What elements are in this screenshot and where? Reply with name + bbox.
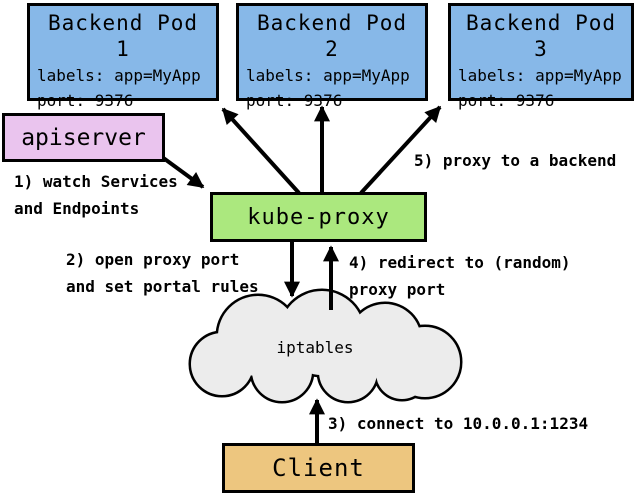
backend-pod-1: Backend Pod 1 labels: app=MyApp port: 93… (27, 3, 219, 110)
pod-port: port: 9376 (37, 91, 134, 110)
pod-labels: labels: app=MyApp (458, 66, 622, 85)
pod-title: Backend Pod 3 (465, 11, 617, 61)
arrow-kubeproxy-to-pod3 (359, 105, 442, 195)
apiserver-label: apiserver (21, 124, 146, 151)
pod-labels: labels: app=MyApp (37, 66, 201, 85)
pod-labels: labels: app=MyApp (246, 66, 410, 85)
apiserver-node: apiserver (2, 113, 165, 162)
client-node: Client (222, 443, 415, 493)
client-label: Client (272, 454, 365, 482)
annotation-step1: 1) watch Services and Endpoints (14, 172, 178, 218)
backend-pod-3: Backend Pod 3 labels: app=MyApp port: 93… (448, 3, 634, 110)
arrow-apiserver-to-kubeproxy (160, 155, 205, 189)
annotation-step4: 4) redirect to (random) proxy port (349, 253, 571, 299)
backend-pod-2: Backend Pod 2 labels: app=MyApp port: 93… (236, 3, 428, 110)
pod-title: Backend Pod 2 (256, 11, 408, 61)
iptables-cloud (188, 288, 463, 404)
annotation-step5: 5) proxy to a backend (414, 151, 617, 170)
arrow-kubeproxy-to-pod1 (221, 107, 301, 195)
pod-port: port: 9376 (458, 91, 555, 110)
annotation-step2: 2) open proxy port and set portal rules (66, 250, 259, 296)
pod-port: port: 9376 (246, 91, 343, 110)
kube-proxy-node: kube-proxy (210, 192, 427, 242)
iptables-label: iptables (276, 338, 354, 357)
annotation-step3: 3) connect to 10.0.0.1:1234 (328, 414, 589, 433)
kube-proxy-label: kube-proxy (247, 204, 390, 230)
pod-title: Backend Pod 1 (47, 11, 199, 61)
